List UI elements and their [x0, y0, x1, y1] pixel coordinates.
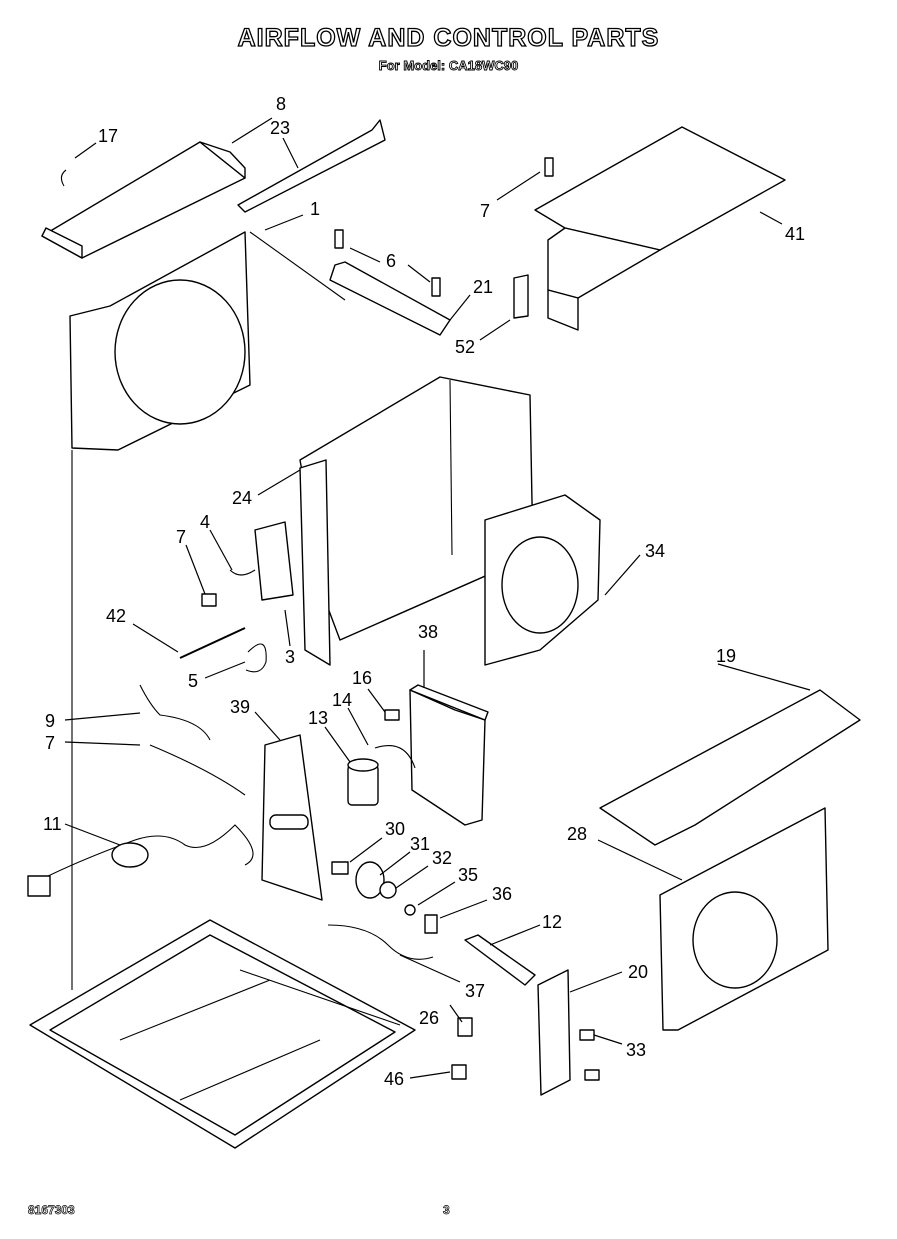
callout-8: 8 — [276, 94, 286, 114]
callout-38: 38 — [418, 622, 438, 642]
part-control-bracket — [409, 684, 489, 826]
callout-17: 17 — [98, 126, 118, 146]
callout-37: 37 — [465, 981, 485, 1001]
part-fan-motor-assembly — [331, 861, 536, 986]
part-fan-shroud — [69, 231, 346, 990]
part-side-bracket — [537, 969, 600, 1096]
callout-33: 33 — [626, 1040, 646, 1060]
callout-23: 23 — [270, 118, 290, 138]
part-front-grille-panel — [659, 807, 829, 1031]
callout-28: 28 — [567, 824, 587, 844]
callout-46: 46 — [384, 1069, 404, 1089]
document-number: 8167303 — [28, 1203, 75, 1218]
callout-20: 20 — [628, 962, 648, 982]
callout-11: 11 — [43, 814, 62, 834]
callout-numbers: 8 23 17 1 7 6 21 41 52 24 4 7 34 42 5 3 … — [43, 94, 805, 1089]
part-power-cord — [27, 684, 254, 897]
page-number: 3 — [443, 1203, 450, 1218]
callout-7b: 7 — [176, 527, 186, 547]
callout-41: 41 — [785, 224, 805, 244]
callout-34: 34 — [645, 541, 665, 561]
model-subtitle: For Model: CA18WC90 — [378, 58, 519, 74]
callout-3: 3 — [285, 647, 295, 667]
part-top-bracket — [41, 141, 246, 259]
part-scroll-housing — [484, 494, 601, 666]
callout-39: 39 — [230, 697, 250, 717]
part-strip — [237, 119, 386, 213]
callout-5: 5 — [188, 671, 198, 691]
callout-14: 14 — [332, 690, 352, 710]
callout-19: 19 — [716, 646, 736, 666]
callout-36: 36 — [492, 884, 512, 904]
callout-12: 12 — [542, 912, 562, 932]
part-control-panel — [261, 734, 323, 901]
callout-7a: 7 — [480, 201, 490, 221]
callout-42: 42 — [106, 606, 126, 626]
callout-30: 30 — [385, 819, 405, 839]
part-control-box — [201, 521, 294, 607]
callout-35: 35 — [458, 865, 478, 885]
part-capacitor — [347, 709, 416, 806]
callout-52: 52 — [455, 337, 475, 357]
callout-9: 9 — [45, 711, 55, 731]
callout-1: 1 — [310, 199, 320, 219]
page-title: AIRFLOW AND CONTROL PARTS — [237, 23, 660, 52]
part-rod — [179, 627, 246, 659]
callout-13: 13 — [308, 708, 328, 728]
callout-31: 31 — [410, 834, 430, 854]
part-top-cover — [534, 126, 786, 331]
leader-lines — [64, 117, 811, 1079]
part-harness — [327, 924, 434, 960]
part-partition-panel — [299, 376, 534, 666]
callout-32: 32 — [432, 848, 452, 868]
callout-6: 6 — [386, 251, 396, 271]
part-mount-bracket — [329, 157, 554, 336]
part-switch — [457, 1017, 473, 1037]
callout-24: 24 — [232, 488, 252, 508]
part-pad — [513, 274, 529, 319]
callout-16: 16 — [352, 668, 372, 688]
callout-7c: 7 — [45, 733, 55, 753]
callout-4: 4 — [200, 512, 210, 532]
part-right-top-panel — [599, 689, 861, 846]
callout-26: 26 — [419, 1008, 439, 1028]
part-clamp — [245, 643, 267, 673]
part-connector — [451, 1064, 467, 1080]
part-base-pan — [29, 919, 416, 1149]
part-clip — [60, 169, 67, 187]
callout-21: 21 — [473, 277, 493, 297]
